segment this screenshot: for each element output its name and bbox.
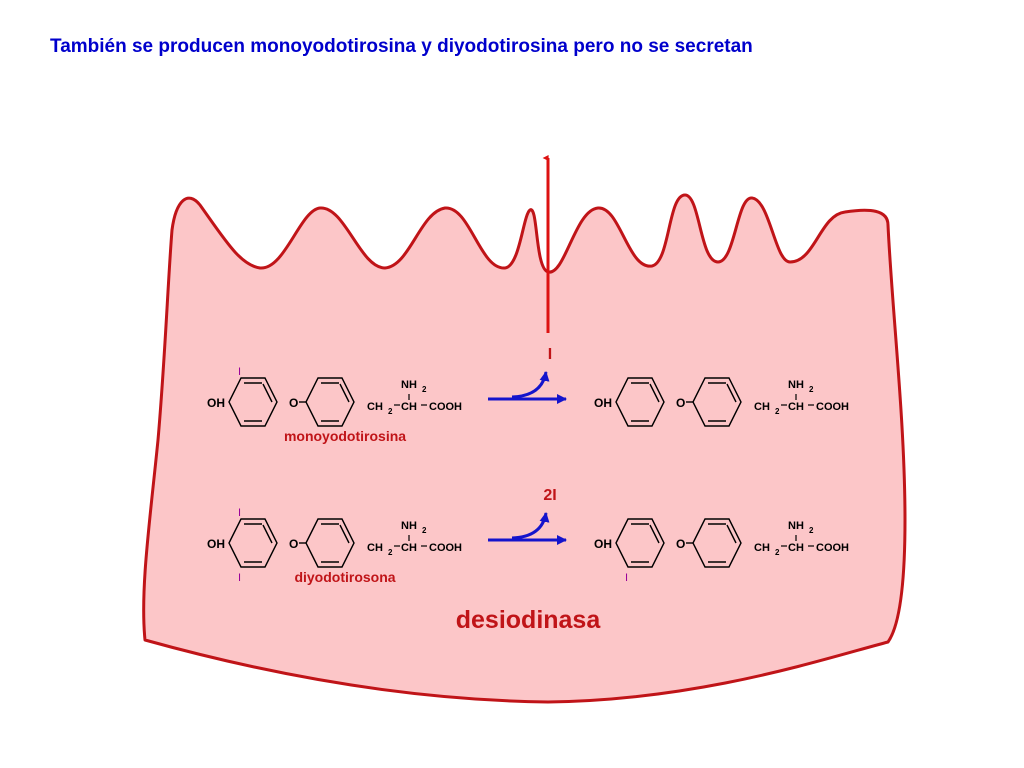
atom-nh2: NH (788, 520, 804, 532)
iodine-top: I (238, 366, 241, 378)
atom-nh2-subscript: 2 (422, 385, 427, 394)
ring-double-bond (649, 383, 660, 403)
iodine-bottom: I (238, 572, 241, 584)
atom-cooh: COOH (429, 401, 462, 413)
ring-outline (615, 518, 665, 568)
ring-outline (228, 377, 278, 427)
atom-oh: OH (594, 396, 612, 410)
atom-ch: CH (401, 401, 417, 413)
atom-nh2: NH (401, 520, 417, 532)
substrate-name: monoyodotirosina (284, 428, 406, 444)
ring-outline (228, 518, 278, 568)
atom-nh2-subscript: 2 (809, 385, 814, 394)
atom-oh: OH (594, 537, 612, 551)
ring-double-bond (726, 383, 737, 403)
atom-oh: OH (207, 396, 225, 410)
tyrosyl-ring (692, 518, 742, 568)
iodine-top: I (238, 507, 241, 519)
ring-double-bond (726, 524, 737, 544)
tyrosyl-ring (305, 377, 355, 427)
tyrosyl-ring (305, 518, 355, 568)
ring-double-bond (262, 524, 273, 544)
ring-outline (305, 377, 355, 427)
ring-double-bond (339, 524, 350, 544)
atom-ch2-subscript: 2 (388, 407, 393, 416)
ring-double-bond (339, 383, 350, 403)
atom-cooh: COOH (429, 542, 462, 554)
atom-nh2: NH (788, 379, 804, 391)
atom-nh2: NH (401, 379, 417, 391)
atom-ch2: CH (367, 401, 383, 413)
atom-oh: OH (207, 537, 225, 551)
ring-outline (692, 377, 742, 427)
atom-ch: CH (788, 542, 804, 554)
atom-cooh: COOH (816, 401, 849, 413)
atom-ch2-subscript: 2 (388, 548, 393, 557)
atom-ch: CH (401, 542, 417, 554)
atom-ch2: CH (754, 542, 770, 554)
tyrosyl-ring (692, 377, 742, 427)
atom-cooh: COOH (816, 542, 849, 554)
atom-ch2: CH (754, 401, 770, 413)
atom-ch2-subscript: 2 (775, 407, 780, 416)
atom-ch2: CH (367, 542, 383, 554)
cell-membrane (142, 193, 907, 704)
slide-title: También se producen monoyodotirosina y d… (50, 36, 753, 57)
atom-o: O (676, 537, 685, 551)
released-iodide-arrow (511, 371, 550, 399)
ring-double-bond (649, 524, 660, 544)
atom-o: O (289, 537, 298, 551)
ring-double-bond (262, 383, 273, 403)
ring-outline (615, 377, 665, 427)
atom-nh2-subscript: 2 (809, 526, 814, 535)
substrate-name: diyodotirosona (294, 569, 395, 585)
ring-outline (305, 518, 355, 568)
ring-outline (692, 518, 742, 568)
atom-o: O (676, 396, 685, 410)
released-iodide-arrow (511, 512, 550, 540)
atom-ch: CH (788, 401, 804, 413)
phenol-ring (228, 518, 278, 568)
atom-o: O (289, 396, 298, 410)
phenol-ring (615, 518, 665, 568)
released-iodide-label: I (548, 346, 552, 363)
released-iodide-label: 2I (543, 487, 556, 504)
iodine-bottom: I (625, 572, 628, 584)
enzyme-label: desiodinasa (456, 606, 602, 634)
atom-nh2-subscript: 2 (422, 526, 427, 535)
atom-ch2-subscript: 2 (775, 548, 780, 557)
phenol-ring (228, 377, 278, 427)
phenol-ring (615, 377, 665, 427)
